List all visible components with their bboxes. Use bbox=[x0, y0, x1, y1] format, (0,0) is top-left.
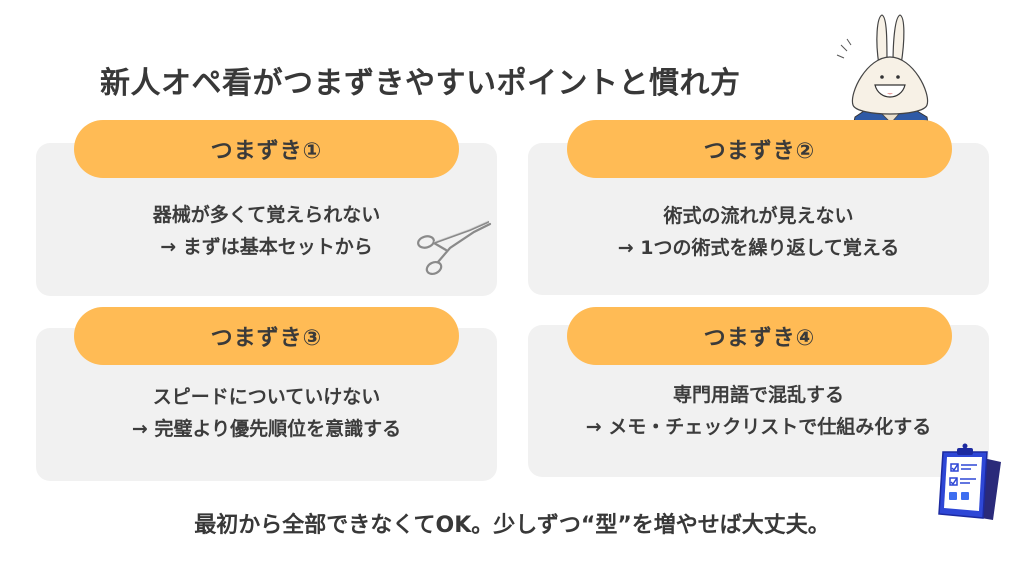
card-3-solution: → 完璧より優先順位を意識する bbox=[131, 418, 402, 440]
card-3-label: つまずき③ bbox=[74, 307, 459, 365]
clipboard-checklist-icon bbox=[938, 443, 1001, 520]
card-1-problem: 器械が多くて覚えられない bbox=[152, 204, 381, 226]
footer-message: 最初から全部できなくてOK。少しずつ“型”を増やせば大丈夫。 bbox=[194, 513, 830, 538]
card-4-text: 専門用語で混乱する → メモ・チェックリストで仕組み化する bbox=[528, 379, 989, 443]
card-2-solution: → 1つの術式を繰り返して覚える bbox=[617, 237, 900, 259]
page-title: 新人オペ看がつまずきやすいポイントと慣れ方 bbox=[100, 66, 741, 101]
card-2-text: 術式の流れが見えない → 1つの術式を繰り返して覚える bbox=[528, 200, 989, 264]
card-3-problem: スピードについていけない bbox=[152, 386, 381, 408]
forceps-icon bbox=[417, 220, 492, 276]
stumbling-card-3: スピードについていけない → 完璧より優先順位を意識する bbox=[36, 328, 497, 481]
card-4-label: つまずき④ bbox=[567, 307, 952, 365]
card-1-solution: → まずは基本セットから bbox=[160, 236, 373, 258]
card-1-text: 器械が多くて覚えられない → まずは基本セットから bbox=[36, 199, 497, 263]
card-3-text: スピードについていけない → 完璧より優先順位を意識する bbox=[36, 381, 497, 445]
card-2-problem: 術式の流れが見えない bbox=[663, 205, 854, 227]
card-4-solution: → メモ・チェックリストで仕組み化する bbox=[585, 416, 932, 438]
card-2-label: つまずき② bbox=[567, 120, 952, 178]
card-4-problem: 専門用語で混乱する bbox=[672, 384, 844, 406]
card-1-label: つまずき① bbox=[74, 120, 459, 178]
